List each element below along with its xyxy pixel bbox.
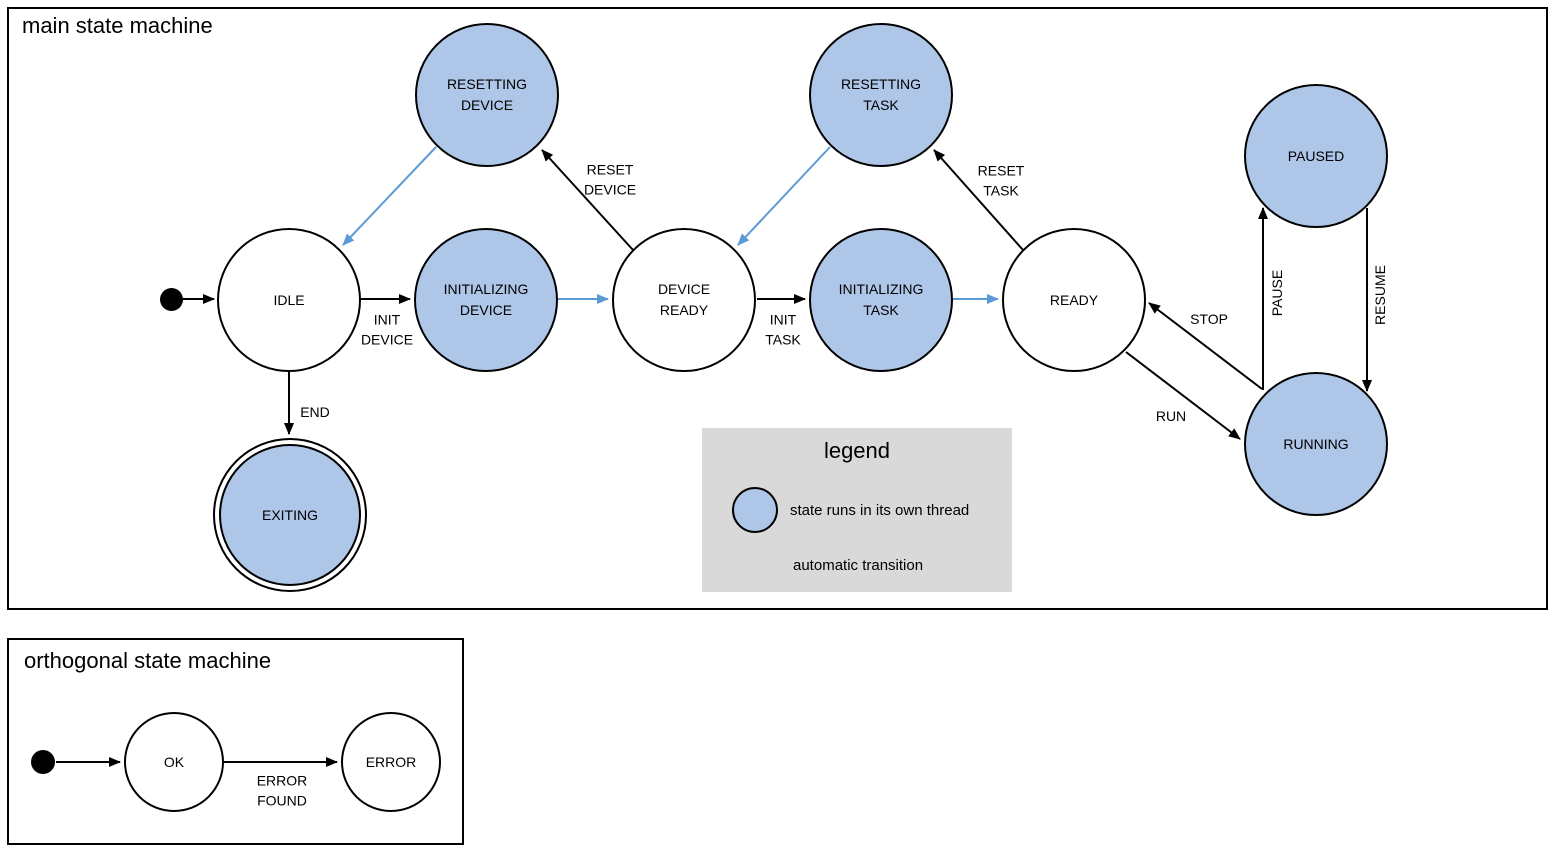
legend-automatic-transition-label: automatic transition <box>793 557 924 574</box>
transition-label-error-found: ERROR FOUND <box>256 772 308 809</box>
state-initializing-task: INITIALIZING TASK <box>809 228 953 372</box>
transition-label-init-device: INIT DEVICE <box>360 311 414 348</box>
state-running: RUNNING <box>1244 372 1388 516</box>
arrow-resetting-task-to-device-ready-auto <box>737 146 831 246</box>
orthogonal-state-machine-title: orthogonal state machine <box>24 648 272 673</box>
state-paused: PAUSED <box>1244 84 1388 228</box>
legend-title: legend <box>823 438 891 463</box>
transition-label-end: END <box>300 403 330 420</box>
state-error: ERROR <box>341 712 441 812</box>
arrow-resetting-device-to-idle-auto <box>342 146 437 246</box>
transition-label-init-task: INIT TASK <box>765 311 801 348</box>
arrow-ready-to-running-run <box>1125 351 1241 440</box>
arrow-running-to-ready-stop <box>1148 302 1263 390</box>
main-state-machine-title: main state machine <box>22 13 213 38</box>
initial-state-dot-orthogonal <box>31 750 55 774</box>
initial-state-dot-main <box>160 288 183 311</box>
transition-label-reset-task: RESET TASK <box>977 162 1025 199</box>
transition-label-reset-device: RESET DEVICE <box>583 161 637 198</box>
state-idle: IDLE <box>217 228 361 372</box>
transition-label-stop: STOP <box>1190 310 1228 327</box>
transition-label-pause: PAUSE <box>1268 269 1285 317</box>
legend-thread-state-icon <box>732 487 778 533</box>
state-ready: READY <box>1002 228 1146 372</box>
legend-thread-state-label: state runs in its own thread <box>790 502 970 519</box>
state-resetting-device: RESETTING DEVICE <box>415 23 559 167</box>
state-initializing-device: INITIALIZING DEVICE <box>414 228 558 372</box>
state-resetting-task: RESETTING TASK <box>809 23 953 167</box>
state-exiting: EXITING <box>219 444 361 586</box>
arrow-device-ready-to-resetting-device <box>541 149 634 251</box>
transition-label-resume: RESUME <box>1371 265 1388 325</box>
transition-label-run: RUN <box>1155 407 1187 424</box>
final-state-exiting-outer-ring: EXITING <box>213 438 367 592</box>
state-device-ready: DEVICE READY <box>612 228 756 372</box>
legend-box: legend state runs in its own thread auto… <box>702 428 1012 592</box>
arrow-ready-to-resetting-task <box>933 149 1024 251</box>
state-ok: OK <box>124 712 224 812</box>
